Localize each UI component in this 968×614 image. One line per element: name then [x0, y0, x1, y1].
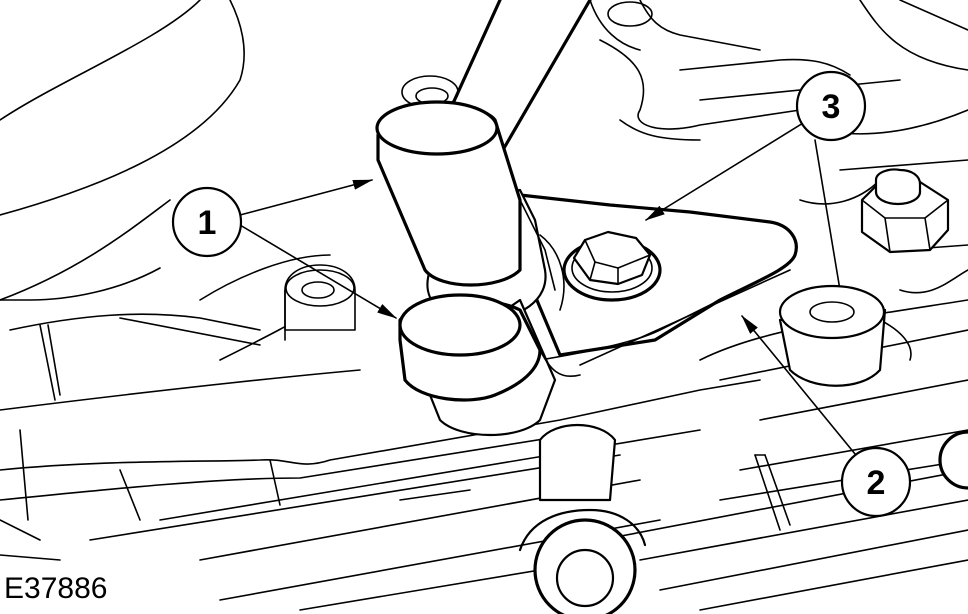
bracket-bolt	[562, 230, 662, 302]
leader-lines	[239, 119, 861, 461]
callout-1: 1	[171, 186, 243, 258]
figure-id-label: E37886	[4, 572, 108, 605]
leader-2	[741, 315, 861, 461]
lower-stud-right	[938, 430, 968, 490]
lower-stud-center	[518, 423, 647, 614]
callout-2: 2	[840, 446, 912, 518]
hex-nut	[860, 168, 950, 254]
right-post	[778, 284, 887, 387]
upper-dowel	[375, 100, 565, 322]
callout-2-label: 2	[867, 464, 886, 502]
leader-1-upper	[239, 179, 373, 216]
callout-1-label: 1	[198, 204, 217, 242]
leader-1-lower	[239, 224, 397, 319]
lower-dowel	[398, 293, 581, 436]
callout-3-label: 3	[822, 88, 841, 126]
callout-3: 3	[795, 70, 867, 142]
pipe	[448, 0, 592, 157]
leader-3	[645, 119, 809, 221]
lower-rail	[0, 369, 791, 611]
